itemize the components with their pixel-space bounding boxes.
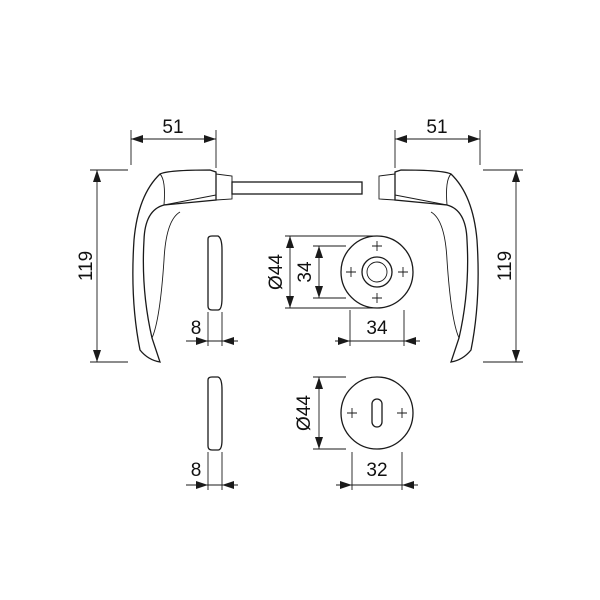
left-width-label: 51 [162,117,183,138]
right-height-label: 119 [495,251,516,281]
right-width-dimension: 51 [394,117,481,168]
left-width-dimension: 51 [130,117,217,168]
right-height-dimension: 119 [483,169,523,363]
left-lever-handle [132,169,233,363]
rose-inner-label: 34 [295,261,316,283]
escutcheon-front-view: Ø44 32 [294,376,418,490]
left-height-dimension: 119 [76,169,128,363]
left-height-label: 119 [76,251,97,281]
rose-spacing-label: 34 [366,318,388,339]
keyhole [371,398,383,428]
escutcheon-spacing-label: 32 [366,460,387,481]
escutcheon-thickness-label: 8 [191,460,202,481]
right-lever-handle [378,169,479,363]
rose-front-view: Ø44 34 34 [266,235,420,346]
rose-side-view: 8 [186,235,238,346]
rose-thickness-label: 8 [191,318,202,339]
spindle [231,181,363,195]
escutcheon-side-view: 8 [186,376,238,490]
right-width-label: 51 [426,117,447,138]
escutcheon-diameter-label: Ø44 [294,395,315,431]
rose-diameter-label: Ø44 [266,254,287,290]
